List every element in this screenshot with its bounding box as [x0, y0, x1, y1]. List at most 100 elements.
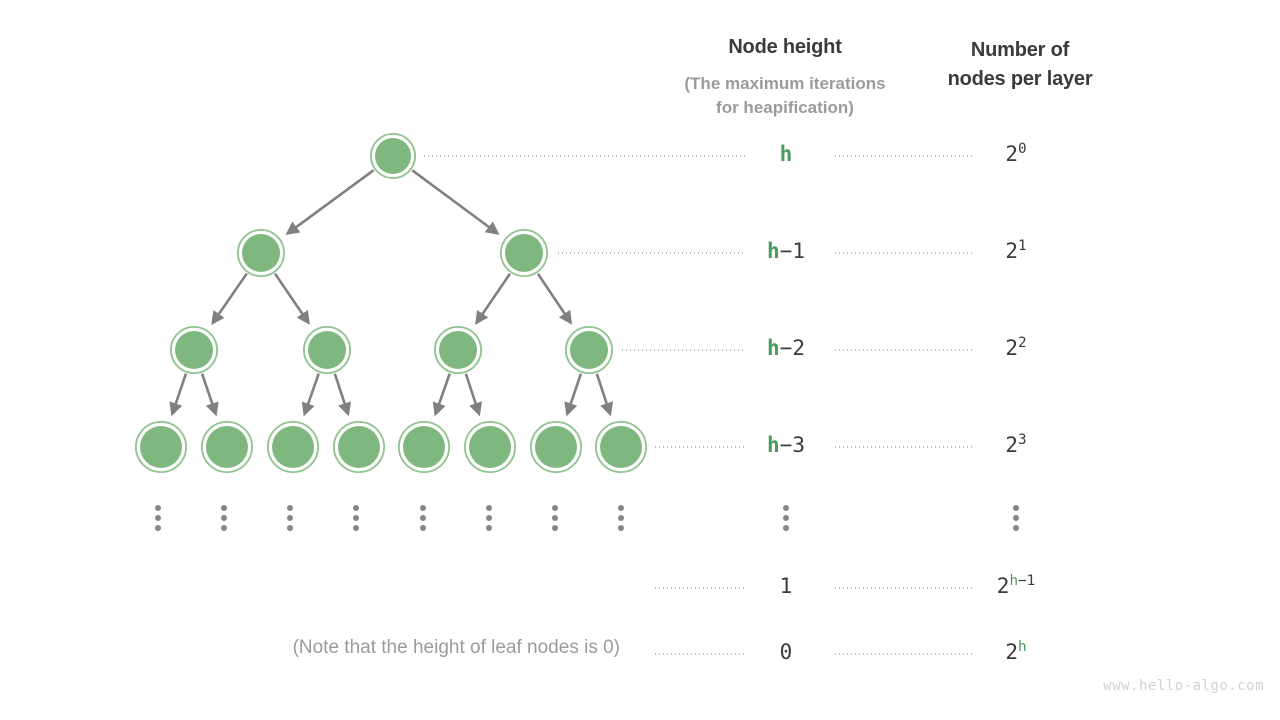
power-base: 2	[1005, 142, 1019, 166]
height-offset: 0	[779, 640, 793, 664]
tree-edge	[333, 373, 352, 417]
tree-edges	[169, 169, 614, 417]
tree-node[interactable]	[338, 426, 380, 468]
tree-edge	[432, 373, 451, 417]
tree-node-ring	[369, 132, 416, 179]
height-symbol: h	[767, 433, 780, 457]
tree-node[interactable]	[375, 138, 411, 174]
node-height-value: h−1	[696, 239, 876, 263]
dot	[1013, 525, 1019, 531]
tree-node[interactable]	[272, 426, 314, 468]
tree-node[interactable]	[206, 426, 248, 468]
dot	[353, 505, 359, 511]
height-symbol: h	[767, 239, 780, 263]
node-height-subheader-line1: (The maximum iterations	[684, 74, 886, 93]
nodes-per-layer-value: 21	[926, 239, 1106, 263]
tree-node-ring	[134, 420, 187, 473]
dot	[221, 515, 227, 521]
power-exponent: 1	[1018, 238, 1027, 254]
tree-node[interactable]	[505, 234, 543, 272]
dot	[353, 515, 359, 521]
power-exponent: 0	[1018, 141, 1027, 157]
tree-edge	[564, 373, 583, 417]
tree-node[interactable]	[439, 331, 477, 369]
dot	[618, 525, 624, 531]
tree-edge	[464, 373, 483, 417]
height-symbol: h	[767, 336, 780, 360]
tree-node[interactable]	[600, 426, 642, 468]
node-height-ellipsis	[783, 505, 789, 531]
dot	[287, 515, 293, 521]
tree-nodes	[134, 132, 648, 473]
dot	[1013, 505, 1019, 511]
exponent-symbol: 0	[1018, 141, 1027, 157]
tree-node[interactable]	[175, 331, 213, 369]
tree-node[interactable]	[535, 426, 577, 468]
tree-node-ring	[332, 420, 385, 473]
nodes-per-layer-header-line1: Number of	[970, 39, 1070, 61]
tree-node[interactable]	[403, 426, 445, 468]
tree-node[interactable]	[308, 331, 346, 369]
dot	[155, 525, 161, 531]
exponent-offset: −1	[1018, 573, 1036, 589]
tree-column-ellipsis	[221, 505, 227, 531]
tree-node[interactable]	[469, 426, 511, 468]
dot	[552, 515, 558, 521]
tree-node-ring	[169, 325, 218, 374]
tree-edge	[273, 272, 310, 325]
nodes-per-layer-value: 23	[926, 433, 1106, 457]
dot	[287, 505, 293, 511]
power-base: 2	[1005, 640, 1019, 664]
tree-column-ellipsis	[287, 505, 293, 531]
dot	[486, 515, 492, 521]
nodes-per-layer-header-line2: nodes per layer	[947, 68, 1093, 90]
tree-edge	[169, 373, 188, 417]
tree-edge	[211, 272, 248, 325]
dot	[618, 505, 624, 511]
tree-column-ellipsis	[353, 505, 359, 531]
tree-node-ring	[302, 325, 351, 374]
tree-edge	[301, 373, 320, 417]
watermark: www.hello-algo.com	[1103, 678, 1264, 694]
tree-node-ring	[530, 420, 583, 473]
exponent-symbol: h	[1009, 573, 1019, 589]
tree-edge	[411, 169, 500, 235]
tree-node-ring	[463, 420, 516, 473]
dot	[221, 525, 227, 531]
tree-node[interactable]	[570, 331, 608, 369]
dot	[287, 525, 293, 531]
tree-node[interactable]	[140, 426, 182, 468]
tree-node-ring	[499, 228, 548, 277]
dot	[420, 515, 426, 521]
tree-edge	[285, 169, 375, 235]
power-exponent: h−1	[1009, 573, 1035, 589]
dot	[155, 505, 161, 511]
tree-node-ring	[200, 420, 253, 473]
tree-node-ring	[397, 420, 450, 473]
leaf-node-height-note: (Note that the height of leaf nodes is 0…	[292, 637, 620, 658]
exponent-symbol: h	[1018, 639, 1027, 655]
node-height-value: h	[696, 142, 876, 166]
power-exponent: 2	[1018, 335, 1027, 351]
dot	[420, 525, 426, 531]
power-base: 2	[996, 574, 1010, 598]
height-offset: 1	[779, 574, 793, 598]
dot	[783, 515, 789, 521]
node-height-subheader-line2: for heapification)	[716, 98, 854, 117]
dot	[783, 525, 789, 531]
tree-node[interactable]	[242, 234, 280, 272]
nodes-per-layer-value: 2h−1	[926, 574, 1106, 598]
dot	[783, 505, 789, 511]
node-height-column-subheader: (The maximum iterations for heapificatio…	[640, 72, 930, 120]
tree-column-ellipsis	[618, 505, 624, 531]
tree-node-ring	[236, 228, 285, 277]
power-base: 2	[1005, 239, 1019, 263]
node-height-column-header: Node height	[728, 36, 842, 58]
node-height-value: h−2	[696, 336, 876, 360]
tree-column-ellipsis	[420, 505, 426, 531]
dot	[353, 525, 359, 531]
height-offset: −3	[779, 433, 805, 457]
dot	[552, 525, 558, 531]
exponent-symbol: 3	[1018, 432, 1027, 448]
